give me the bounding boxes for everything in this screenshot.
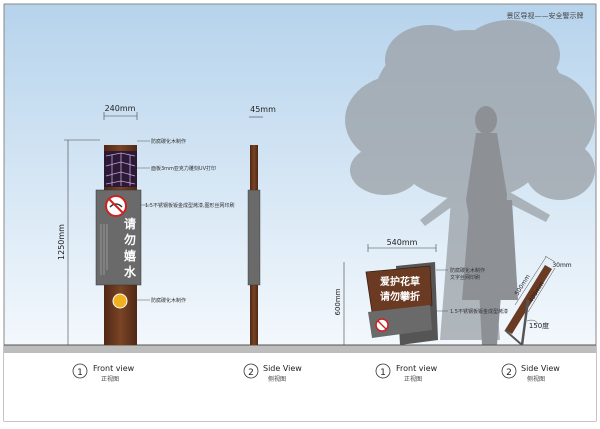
view-label-2-num: 2 bbox=[248, 368, 254, 378]
callout-4: 防腐碳化木制作 bbox=[151, 297, 186, 304]
lower-area bbox=[4, 353, 596, 421]
view-label-1: 1 Front view 正视图 bbox=[72, 363, 135, 383]
sign1-front-view: 240mm 1250mm 请 勿 嬉 水 防腐碳化木制作 面板 bbox=[57, 104, 235, 345]
view-label-2-cn: 侧视图 bbox=[268, 375, 286, 383]
callout-7: 1.5不锈钢板钣金成型烤漆 bbox=[450, 308, 508, 315]
callout-1: 防腐碳化木制作 bbox=[151, 138, 186, 145]
scenic-logo-icon bbox=[112, 293, 128, 309]
view-label-4-en: Side View bbox=[521, 364, 560, 373]
sign1-char-1: 请 bbox=[124, 216, 136, 231]
view-label-1-num: 1 bbox=[77, 368, 83, 378]
view-label-3: 1 Front view 正视图 bbox=[375, 363, 438, 383]
tree-silhouette bbox=[345, 20, 595, 340]
callout-5: 防腐碳化木制作 bbox=[450, 267, 485, 274]
view-label-1-cn: 正视图 bbox=[101, 375, 119, 383]
sign1-char-2: 勿 bbox=[123, 232, 136, 247]
callout-2: 面板3mm亚克力雕刻UV打印 bbox=[151, 165, 216, 172]
sign1-side-panel bbox=[247, 189, 261, 286]
dim-sign-height: 600mm bbox=[334, 288, 342, 315]
dim-side-depth: 45mm bbox=[250, 105, 276, 114]
dim-post-height: 1250mm bbox=[57, 224, 66, 260]
view-label-2-en: Side View bbox=[263, 364, 302, 373]
view-label-4: 2 Side View 侧视图 bbox=[501, 363, 560, 383]
sign1-char-4: 水 bbox=[124, 264, 137, 279]
callout-6: 文字丝网印刷 bbox=[450, 274, 480, 281]
view-label-3-num: 1 bbox=[380, 368, 386, 378]
person-silhouette bbox=[462, 106, 518, 345]
callout-3: 1.5不锈钢板钣金成型烤漆,图形丝网印刷 bbox=[145, 202, 235, 209]
sign2-side-board bbox=[505, 265, 552, 334]
sign2-line-1: 爱护花草 bbox=[380, 275, 420, 288]
view-label-3-cn: 正视图 bbox=[404, 375, 422, 383]
sign2-line-2: 请勿攀折 bbox=[380, 290, 420, 303]
header-title: 景区导视——安全警示牌 bbox=[507, 11, 584, 20]
view-label-1-en: Front view bbox=[93, 364, 135, 373]
view-label-4-num: 2 bbox=[506, 368, 512, 378]
sign2-side-leg bbox=[520, 299, 530, 346]
view-label-2: 2 Side View 侧视图 bbox=[243, 363, 302, 383]
dim-angle: 150度 bbox=[529, 321, 549, 330]
dim-post-width: 240mm bbox=[105, 104, 136, 113]
view-label-3-en: Front view bbox=[396, 364, 438, 373]
sign2-front-view: 540mm 600mm 爱护花草 请勿攀折 防腐碳化木制作 文字丝网印刷 1.5… bbox=[334, 238, 508, 345]
sign2-wood-board bbox=[365, 265, 433, 313]
view-label-4-cn: 侧视图 bbox=[527, 375, 545, 383]
sign1-pattern-panel bbox=[104, 151, 137, 187]
sign1-side-view: 45mm bbox=[247, 105, 276, 345]
sign1-char-3: 嬉 bbox=[124, 248, 136, 263]
dim-sign-width: 540mm bbox=[387, 238, 418, 247]
ground-strip bbox=[4, 345, 596, 353]
dim-side-top: 30mm bbox=[552, 262, 571, 269]
